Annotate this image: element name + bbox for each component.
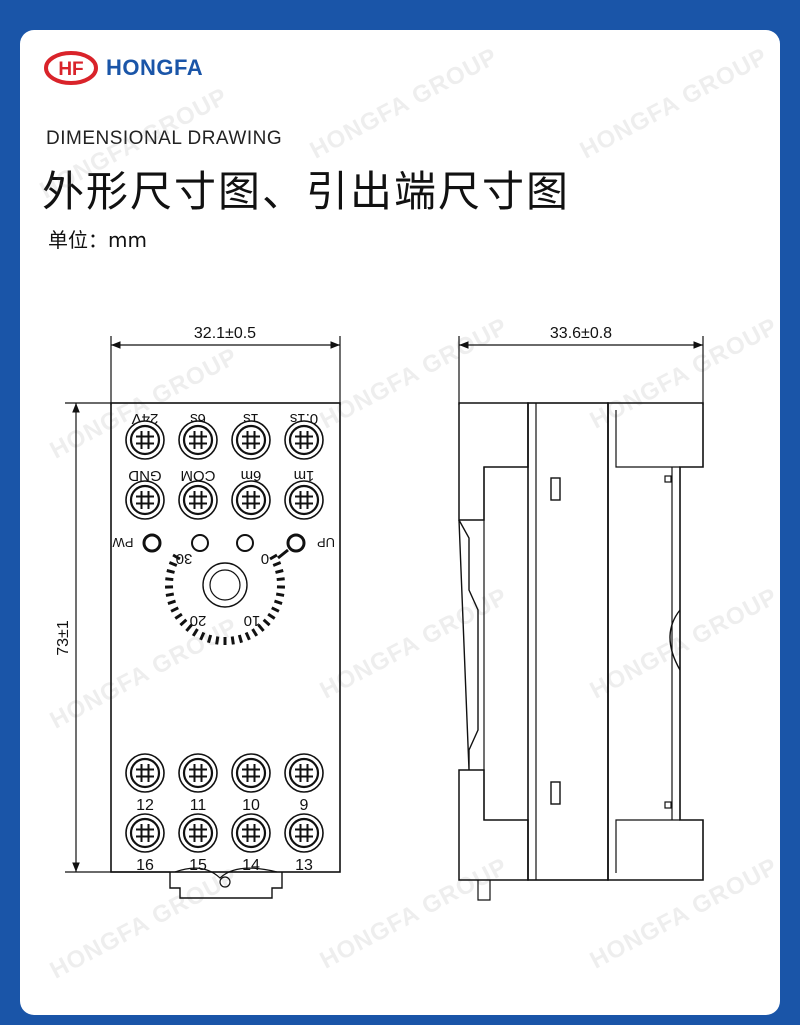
dial-tick bbox=[179, 618, 188, 627]
front-width-dimension: 32.1±0.5 bbox=[194, 325, 256, 342]
front-view: 32.1±0.5 73±1 24V 6s 1s 0.1s bbox=[55, 325, 341, 899]
brand-name: HONGFA bbox=[106, 55, 204, 80]
terminal-label: 16 bbox=[136, 857, 154, 874]
dial-tick bbox=[165, 577, 174, 582]
front-height-dimension: 73±1 bbox=[55, 620, 72, 656]
dial-tick bbox=[215, 636, 220, 645]
dial-tick bbox=[185, 623, 193, 632]
dial-tick bbox=[275, 592, 285, 597]
hongfa-logo: HF HONGFA bbox=[44, 50, 203, 86]
terminal-screw-icon bbox=[283, 479, 325, 521]
dial-tick bbox=[276, 577, 285, 582]
hongfa-logo-icon: HF bbox=[44, 51, 98, 85]
terminal-screw-icon bbox=[124, 812, 166, 854]
terminal-screw-icon bbox=[283, 752, 325, 794]
dial-tick bbox=[272, 561, 282, 567]
terminal-screw-icon bbox=[124, 479, 166, 521]
dial-label: 0 bbox=[261, 550, 269, 567]
terminal-label: 15 bbox=[189, 857, 207, 874]
section-subtitle: DIMENSIONAL DRAWING bbox=[46, 128, 283, 149]
dial-tick bbox=[170, 606, 179, 613]
terminal-screw-icon bbox=[283, 419, 325, 461]
terminal-label: 11 bbox=[190, 797, 207, 814]
terminal-label: 9 bbox=[300, 797, 309, 814]
indicator-label-pw: PW bbox=[112, 535, 134, 550]
terminal-label: 14 bbox=[242, 857, 260, 874]
side-width-dimension: 33.6±0.8 bbox=[550, 325, 612, 342]
dial-tick bbox=[174, 612, 183, 620]
dial-tick bbox=[251, 628, 259, 637]
terminal-screw-icon bbox=[230, 812, 272, 854]
terminal-label: 1m bbox=[294, 467, 315, 484]
dial-tick bbox=[166, 569, 175, 574]
page-title: 外形尺寸图、引出端尺寸图 bbox=[42, 167, 571, 216]
terminal-label: COM bbox=[181, 467, 216, 484]
dial-tick bbox=[172, 553, 181, 561]
terminal-screw-icon bbox=[177, 419, 219, 461]
dial-label: 20 bbox=[190, 612, 207, 629]
terminal-label: 10 bbox=[242, 797, 260, 814]
dial-tick bbox=[275, 569, 284, 574]
terminal-screw-icon bbox=[230, 752, 272, 794]
dial-tick bbox=[199, 631, 206, 641]
dial-tick bbox=[244, 631, 251, 641]
dial-tick bbox=[191, 628, 199, 637]
terminal-label: 12 bbox=[136, 797, 154, 814]
timer-dial: 30 0 20 10 bbox=[164, 550, 286, 645]
dial-tick bbox=[271, 606, 280, 613]
dial-label: 10 bbox=[244, 612, 261, 629]
terminal-label: GND bbox=[128, 467, 162, 484]
dial-tick bbox=[237, 634, 243, 644]
indicator-label-up: UP bbox=[317, 535, 335, 550]
terminal-label: 13 bbox=[295, 857, 313, 874]
dial-tick bbox=[207, 634, 213, 644]
terminal-screw-icon bbox=[177, 479, 219, 521]
svg-text:HF: HF bbox=[58, 59, 83, 80]
dial-tick bbox=[262, 618, 271, 627]
dial-tick bbox=[168, 561, 178, 567]
dial-tick bbox=[167, 599, 177, 605]
dial-tick bbox=[230, 636, 235, 645]
unit-label: 单位：mm bbox=[48, 228, 147, 252]
terminal-screw-icon bbox=[124, 752, 166, 794]
dial-tick bbox=[257, 623, 265, 632]
dial-tick bbox=[269, 553, 278, 561]
dimensional-drawing: 32.1±0.5 73±1 24V 6s 1s 0.1s bbox=[55, 325, 704, 901]
dial-tick bbox=[273, 599, 283, 605]
terminal-screw-icon bbox=[124, 419, 166, 461]
terminal-screw-icon bbox=[283, 812, 325, 854]
dial-label: 30 bbox=[176, 550, 193, 567]
content-card: HF HONGFA DIMENSIONAL DRAWING 外形尺寸图、引出端尺… bbox=[20, 30, 780, 1015]
side-view: 33.6±0.8 bbox=[458, 325, 704, 901]
terminal-label: 6m bbox=[241, 467, 262, 484]
terminal-screw-icon bbox=[177, 812, 219, 854]
terminal-screw-icon bbox=[230, 479, 272, 521]
terminal-screw-icon bbox=[230, 419, 272, 461]
dial-tick bbox=[267, 612, 276, 620]
dial-tick bbox=[165, 592, 175, 597]
terminal-screw-icon bbox=[177, 752, 219, 794]
